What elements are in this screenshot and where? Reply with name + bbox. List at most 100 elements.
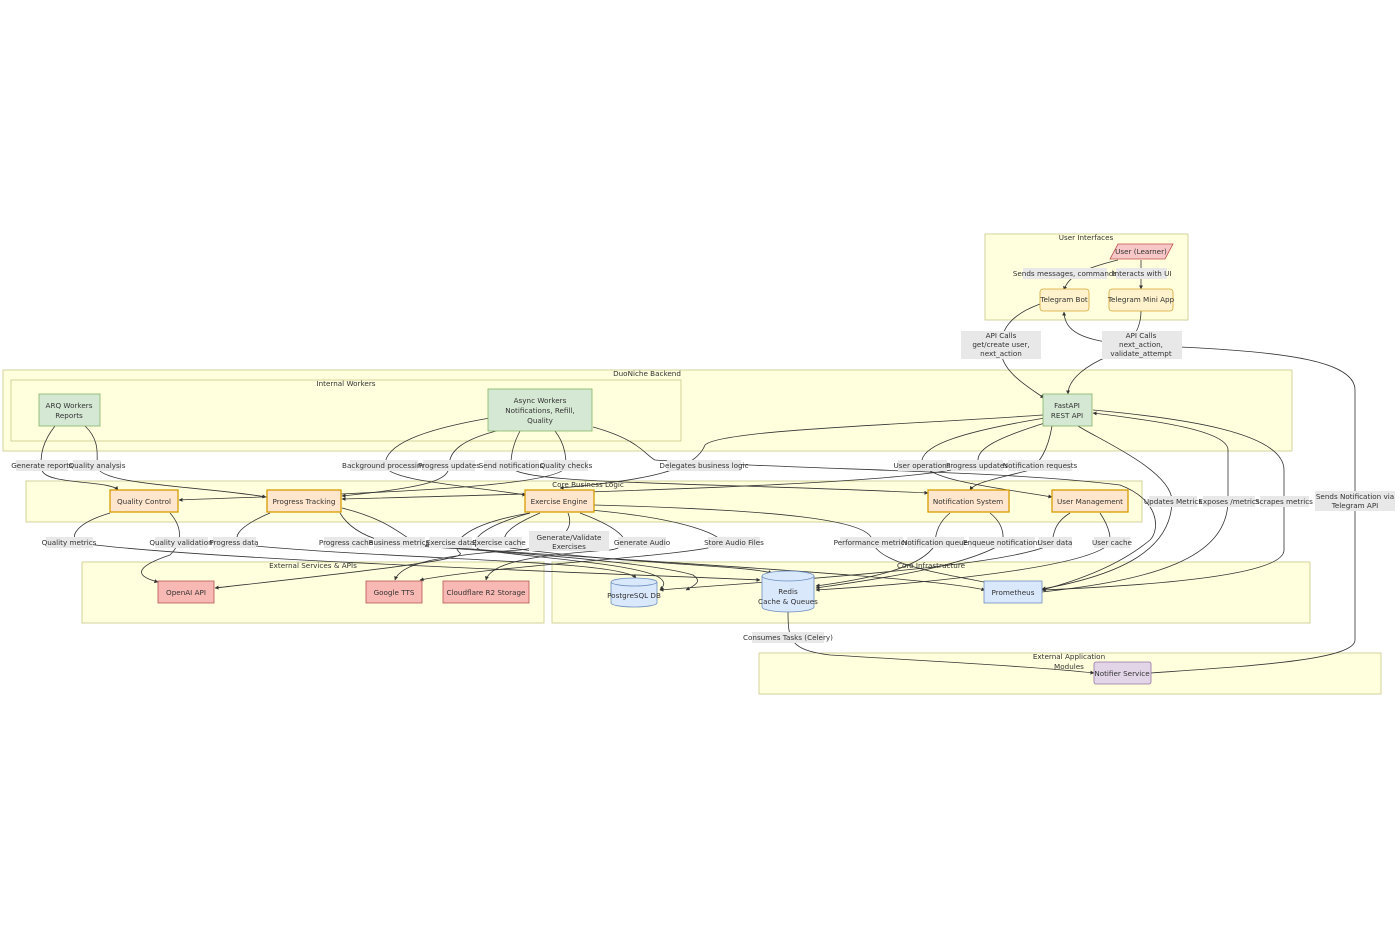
edge-miniapp-to-fastapi bbox=[1066, 310, 1142, 395]
edge-progress-business bbox=[341, 507, 986, 592]
edge-label: Exercise data bbox=[426, 538, 474, 547]
node-label: PostgreSQL DB bbox=[607, 591, 661, 600]
edge-label: Send notifications bbox=[479, 461, 544, 470]
node-label: Google TTS bbox=[374, 588, 415, 597]
edge-label: Enqueue notifications bbox=[963, 538, 1041, 547]
node-openai-api[interactable]: OpenAI API bbox=[157, 580, 215, 604]
node-label: User Management bbox=[1057, 497, 1123, 506]
node-telegram-mini-app[interactable]: Telegram Mini App bbox=[1107, 288, 1175, 312]
edge-async-to-prometheus bbox=[592, 426, 1156, 592]
edge-progress-data bbox=[236, 512, 637, 579]
edge-async-notifications bbox=[510, 430, 929, 495]
edge-label: Generate Audio bbox=[614, 538, 670, 547]
edge-label: User operations bbox=[894, 461, 951, 470]
node-progress-tracking[interactable]: Progress Tracking bbox=[266, 489, 342, 513]
edge-exercise-tts bbox=[394, 512, 570, 581]
edge-label: Exercises bbox=[552, 542, 586, 551]
node-async-workers[interactable]: Async Workers Notifications, Refill, Qua… bbox=[487, 388, 593, 432]
edge-label: next_action, bbox=[1119, 340, 1163, 349]
edge-label: Progress data bbox=[209, 538, 258, 547]
node-label: Quality bbox=[527, 416, 553, 425]
node-quality-control[interactable]: Quality Control bbox=[109, 489, 179, 513]
node-fastapi[interactable]: FastAPI REST API bbox=[1042, 393, 1093, 427]
cluster-title: Core Infrastructure bbox=[897, 561, 966, 570]
node-postgresql-db[interactable]: PostgreSQL DB bbox=[607, 577, 661, 608]
edge-label: next_action bbox=[980, 349, 1022, 358]
edge-label: User cache bbox=[1092, 538, 1133, 547]
cluster-title: Internal Workers bbox=[316, 379, 375, 388]
node-label: User (Learner) bbox=[1115, 247, 1167, 256]
node-label: Progress Tracking bbox=[273, 497, 336, 506]
node-label: Telegram Mini App bbox=[1107, 295, 1175, 304]
edge-label: Performance metrics bbox=[834, 538, 909, 547]
edge-label: Telegram API bbox=[1331, 501, 1379, 510]
edge-label: Quality metrics bbox=[42, 538, 97, 547]
edge-label: Interacts with UI bbox=[1113, 269, 1172, 278]
edge-label: Progress updates bbox=[946, 461, 1008, 470]
cluster-title: Core Business Logic bbox=[552, 480, 624, 489]
node-prometheus[interactable]: Prometheus bbox=[983, 580, 1043, 604]
node-google-tts[interactable]: Google TTS bbox=[365, 580, 423, 604]
cluster-title: Modules bbox=[1054, 662, 1084, 671]
edge-label: Quality checks bbox=[540, 461, 593, 470]
cluster-title: External Application bbox=[1033, 652, 1105, 661]
node-exercise-engine[interactable]: Exercise Engine bbox=[524, 489, 595, 513]
edge-notif-queue bbox=[815, 512, 951, 588]
edge-quality-openai bbox=[141, 512, 180, 584]
cluster-core-infrastructure: Core Infrastructure bbox=[551, 561, 1311, 624]
edge-label: Quality validation bbox=[149, 538, 212, 547]
edge-labels: Sends messages, commands Interacts with … bbox=[11, 268, 1395, 643]
node-label: Cloudflare R2 Storage bbox=[447, 588, 527, 597]
edge-exercise-cache bbox=[504, 512, 773, 575]
edge-label: Progress updates bbox=[418, 461, 480, 470]
edge-label: Quality analysis bbox=[68, 461, 125, 470]
edge-label: Notification requests bbox=[1003, 461, 1078, 470]
node-arq-workers[interactable]: ARQ Workers Reports bbox=[38, 393, 101, 427]
cluster-external-application: External Application Modules bbox=[758, 652, 1382, 695]
cluster-title: DuoNiche Backend bbox=[613, 369, 681, 378]
edge-label: Consumes Tasks (Celery) bbox=[743, 633, 833, 642]
edge-arq-quality bbox=[84, 425, 267, 499]
edge-notif-enqueue bbox=[815, 512, 1004, 590]
node-notification-system[interactable]: Notification System bbox=[927, 489, 1010, 513]
node-telegram-bot[interactable]: Telegram Bot bbox=[1039, 288, 1090, 312]
node-label: Notification System bbox=[933, 497, 1003, 506]
edge-label: Background processing bbox=[342, 461, 426, 470]
cluster-title: User Interfaces bbox=[1059, 233, 1114, 242]
edge-label: Delegates business logic bbox=[659, 461, 748, 470]
edge-label: Generate/Validate bbox=[537, 533, 603, 542]
edge-fastapi-delegates bbox=[559, 414, 1044, 490]
node-redis[interactable]: Redis Cache & Queues bbox=[758, 570, 818, 613]
edge-label: API Calls bbox=[1126, 331, 1157, 340]
edge-prometheus-scrapes bbox=[1041, 409, 1285, 592]
node-label: Async Workers bbox=[514, 396, 567, 405]
edge-label: Sends messages, commands bbox=[1013, 269, 1118, 278]
node-label: Telegram Bot bbox=[1039, 295, 1088, 304]
edge-label: Store Audio Files bbox=[704, 538, 764, 547]
edge-exercise-cloudflare bbox=[485, 512, 625, 581]
node-label: ARQ Workers bbox=[46, 401, 93, 410]
edge-quality-metrics bbox=[74, 512, 761, 582]
node-label: Notifier Service bbox=[1094, 669, 1150, 678]
edge-label: Updates Metrics bbox=[1144, 497, 1202, 506]
node-notifier-service[interactable]: Notifier Service bbox=[1093, 661, 1152, 685]
edge-label: Generate reports bbox=[11, 461, 73, 470]
edge-label: Sends Notification via bbox=[1316, 492, 1394, 501]
node-label: Redis bbox=[778, 587, 798, 596]
node-label: Prometheus bbox=[992, 588, 1035, 597]
node-label: Quality Control bbox=[117, 497, 171, 506]
node-label: OpenAI API bbox=[166, 588, 206, 597]
edge-label: Exercise cache bbox=[472, 538, 526, 547]
node-user[interactable]: User (Learner) bbox=[1109, 243, 1174, 260]
edge-label: Scrapes metrics bbox=[1255, 497, 1313, 506]
edge-label: validate_attempt bbox=[1110, 349, 1171, 358]
node-label: Cache & Queues bbox=[758, 597, 818, 606]
edge-label: API Calls bbox=[986, 331, 1017, 340]
node-user-management[interactable]: User Management bbox=[1051, 489, 1129, 513]
node-cloudflare-r2[interactable]: Cloudflare R2 Storage bbox=[442, 580, 530, 604]
edge-label: Progress cache bbox=[319, 538, 374, 547]
edge-user-data bbox=[659, 512, 1071, 592]
edge-progress-cache bbox=[339, 512, 698, 591]
node-label: REST API bbox=[1051, 411, 1083, 420]
